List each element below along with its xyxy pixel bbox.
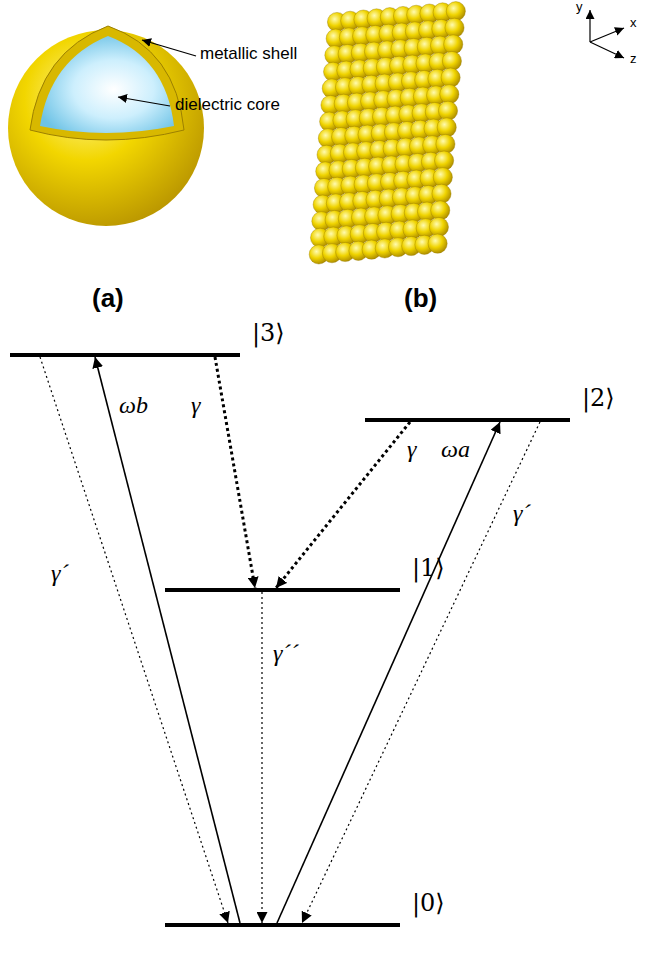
metal-sphere xyxy=(431,201,450,220)
metal-sphere xyxy=(437,118,456,137)
metal-sphere xyxy=(446,2,465,21)
panel-label: (b) xyxy=(404,284,437,314)
transition-arrow xyxy=(276,422,410,588)
transition-arrow xyxy=(215,357,255,588)
part-label: metallic shell xyxy=(200,44,297,64)
metal-sphere xyxy=(442,51,461,70)
transition-label: γ xyxy=(406,436,417,462)
panel-label: (a) xyxy=(92,284,124,314)
transition-arrow xyxy=(261,592,262,923)
axis-label: y xyxy=(576,0,583,15)
metal-sphere xyxy=(441,68,460,87)
sphere-array xyxy=(309,2,465,264)
metal-sphere xyxy=(440,85,459,104)
transition-arrow xyxy=(40,357,228,923)
part-label: dielectric core xyxy=(175,95,280,115)
energy-level: |0⟩ xyxy=(165,923,400,927)
transition-label: ωb xyxy=(118,392,149,418)
state-label: |2⟩ xyxy=(582,384,615,413)
core-shell-sphere xyxy=(8,26,204,226)
axis-label: z xyxy=(630,52,637,67)
transition-arrow xyxy=(95,357,240,923)
transition-label: γ xyxy=(190,392,201,418)
axis-label: x xyxy=(630,16,637,31)
metal-sphere xyxy=(435,151,454,170)
metal-sphere xyxy=(436,134,455,153)
state-label: |3⟩ xyxy=(252,319,285,348)
state-label: |1⟩ xyxy=(412,554,445,583)
transition-arrow xyxy=(302,422,540,923)
metal-sphere xyxy=(432,184,451,203)
metal-sphere xyxy=(428,234,447,253)
transition-label: γ´ xyxy=(512,500,531,526)
energy-level: |3⟩ xyxy=(10,353,240,357)
metal-sphere xyxy=(438,101,457,120)
transition-label: γ´ xyxy=(50,560,69,586)
energy-level: |2⟩ xyxy=(365,418,570,422)
energy-level: |1⟩ xyxy=(165,588,400,592)
metal-sphere xyxy=(444,35,463,54)
transition-arrow xyxy=(277,422,500,923)
metal-sphere xyxy=(445,18,464,37)
transition-label: γ´´ xyxy=(272,640,299,666)
state-label: |0⟩ xyxy=(412,889,445,918)
transition-label: ωa xyxy=(440,436,471,462)
metal-sphere xyxy=(433,168,452,187)
axes xyxy=(590,10,624,58)
metal-sphere xyxy=(429,217,448,236)
